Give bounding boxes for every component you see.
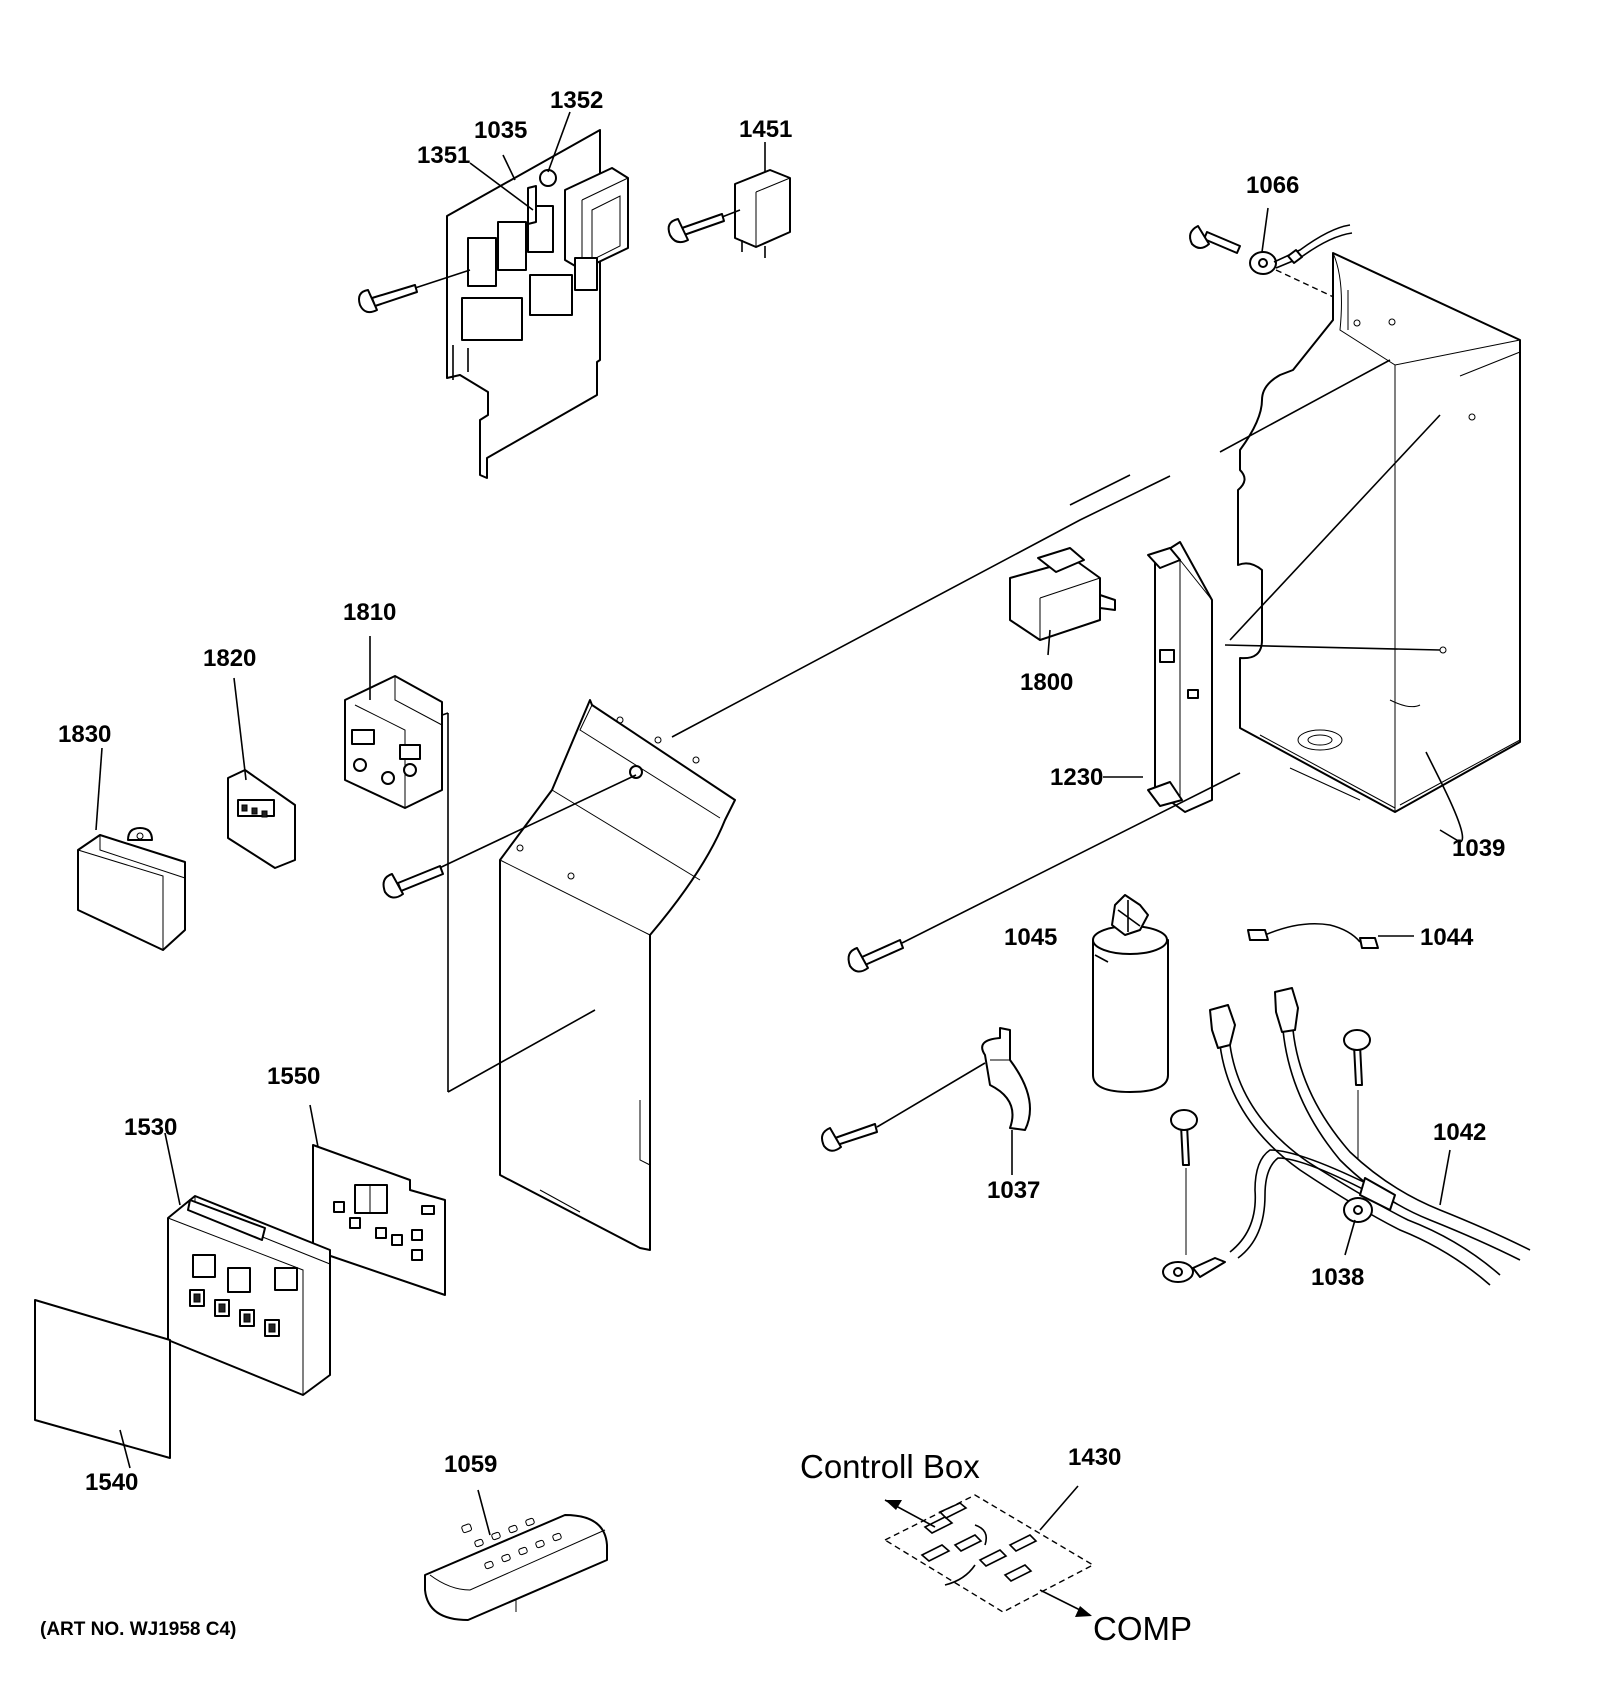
label-1044: 1044 bbox=[1420, 924, 1474, 951]
label-1035: 1035 bbox=[474, 117, 527, 144]
jumper-wire-1044 bbox=[1247, 922, 1379, 949]
ground-terminal-1066 bbox=[1189, 224, 1353, 301]
label-1059: 1059 bbox=[444, 1451, 497, 1478]
leader-lines bbox=[95, 111, 1464, 1536]
label-1810: 1810 bbox=[343, 599, 396, 626]
label-1039: 1039 bbox=[1452, 835, 1505, 862]
label-1540: 1540 bbox=[85, 1469, 138, 1496]
bracket-1230 bbox=[1103, 541, 1213, 813]
label-1352: 1352 bbox=[550, 87, 603, 114]
label-1530: 1530 bbox=[124, 1114, 177, 1141]
display-board-1550 bbox=[312, 1144, 446, 1296]
capacitor-strap-1037 bbox=[981, 1027, 1031, 1131]
label-1800: 1800 bbox=[1020, 669, 1073, 696]
capacitor-screws bbox=[821, 772, 1241, 1152]
label-1045: 1045 bbox=[1004, 924, 1057, 951]
cover-panel bbox=[499, 699, 736, 1251]
label-1351: 1351 bbox=[417, 142, 470, 169]
cover-screw bbox=[382, 865, 444, 899]
control-box-annotation: Controll Box bbox=[800, 1448, 980, 1485]
remote-control-1059 bbox=[424, 1514, 608, 1621]
relay-screw bbox=[667, 209, 741, 244]
arrow-control-box bbox=[884, 1499, 936, 1528]
module-1820 bbox=[227, 769, 296, 869]
cover-1830 bbox=[77, 827, 186, 951]
label-1066: 1066 bbox=[1246, 172, 1299, 199]
part-labels: 1035 1352 1351 1451 1066 1810 1820 1830 … bbox=[58, 87, 1505, 1496]
label-1430: 1430 bbox=[1068, 1444, 1121, 1471]
comp-annotation: COMP bbox=[1093, 1610, 1192, 1647]
harness-screws bbox=[1170, 1029, 1371, 1255]
label-1038: 1038 bbox=[1311, 1264, 1364, 1291]
main-control-board bbox=[446, 129, 629, 479]
harness-clamp-1038 bbox=[1343, 1177, 1396, 1223]
relay-1451 bbox=[734, 169, 791, 258]
transformer-1800 bbox=[1009, 547, 1116, 641]
label-1550: 1550 bbox=[267, 1063, 320, 1090]
arrow-comp bbox=[1039, 1589, 1092, 1617]
capacitor-1045 bbox=[1092, 894, 1169, 1093]
label-1230: 1230 bbox=[1050, 764, 1103, 791]
label-1830: 1830 bbox=[58, 721, 111, 748]
label-1820: 1820 bbox=[203, 645, 256, 672]
window-1540 bbox=[34, 1299, 171, 1459]
wiring-label-1430 bbox=[883, 1494, 1095, 1613]
module-1810 bbox=[344, 675, 443, 809]
front-frame-1530 bbox=[167, 1195, 331, 1396]
label-1042: 1042 bbox=[1433, 1119, 1486, 1146]
control-box-housing-1039 bbox=[1237, 252, 1521, 813]
art-number: (ART NO. WJ1958 C4) bbox=[40, 1619, 236, 1640]
label-1037: 1037 bbox=[987, 1177, 1040, 1204]
board-screw-1 bbox=[358, 269, 471, 314]
label-1451: 1451 bbox=[739, 116, 792, 143]
